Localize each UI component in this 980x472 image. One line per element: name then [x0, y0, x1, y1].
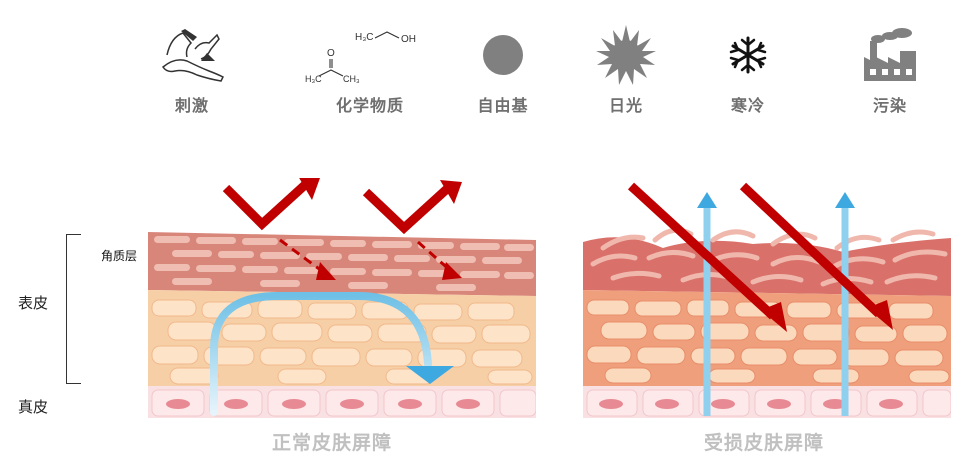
- normal-water-arrowhead: [406, 366, 454, 384]
- chem-h3c-right: H₃C: [305, 74, 322, 84]
- factory-icon: [864, 28, 916, 81]
- normal-barrier-caption: 正常皮肤屏障: [272, 432, 393, 454]
- factor-label: 刺激: [174, 96, 209, 115]
- factor-label: 寒冷: [730, 96, 765, 115]
- damaged-red-arrow-1: [627, 182, 777, 320]
- factor-chemical: H₃C OH O H₃C CH₃ 化学物质: [303, 26, 423, 116]
- dermis-label: 真皮: [18, 398, 49, 416]
- chem-ch3: CH₃: [343, 74, 360, 84]
- factor-pollution: 污染: [830, 26, 950, 116]
- damaged-stratum-corneum: [583, 237, 951, 296]
- factor-label: 化学物质: [335, 96, 404, 115]
- snowflake-icon: [729, 36, 767, 74]
- normal-red-arrow-1: [222, 180, 310, 231]
- normal-red-arrow-2: [362, 184, 452, 235]
- chem-oh: OH: [401, 34, 416, 45]
- damaged-barrier-caption: 受损皮肤屏障: [704, 432, 825, 454]
- damaged-red-arrow-2: [739, 182, 883, 318]
- irritation-icon: [162, 29, 225, 82]
- normal-water-retention-arrow: [210, 292, 432, 416]
- factor-cold: 寒冷: [688, 26, 808, 116]
- chemical-structure-icon: H₃C OH O H₃C CH₃: [305, 31, 416, 84]
- factor-free-radical: 自由基: [443, 26, 563, 116]
- factor-irritation: 刺激: [132, 26, 252, 116]
- free-radical-icon: [483, 35, 523, 75]
- chem-h3c-left: H₃C: [355, 32, 374, 43]
- chem-o: O: [327, 48, 335, 59]
- epidermis-label: 表皮: [18, 294, 49, 312]
- factor-sun: 日光: [566, 25, 686, 116]
- factor-label: 日光: [608, 96, 643, 115]
- stratum-corneum-label: 角质层: [101, 249, 138, 263]
- epidermis-bracket: [66, 234, 81, 384]
- normal-skin-diagram: [148, 178, 536, 418]
- damaged-skin-diagram: [583, 182, 951, 418]
- factor-label: 自由基: [477, 96, 529, 115]
- sun-icon: [596, 25, 656, 85]
- factor-label: 污染: [872, 96, 907, 115]
